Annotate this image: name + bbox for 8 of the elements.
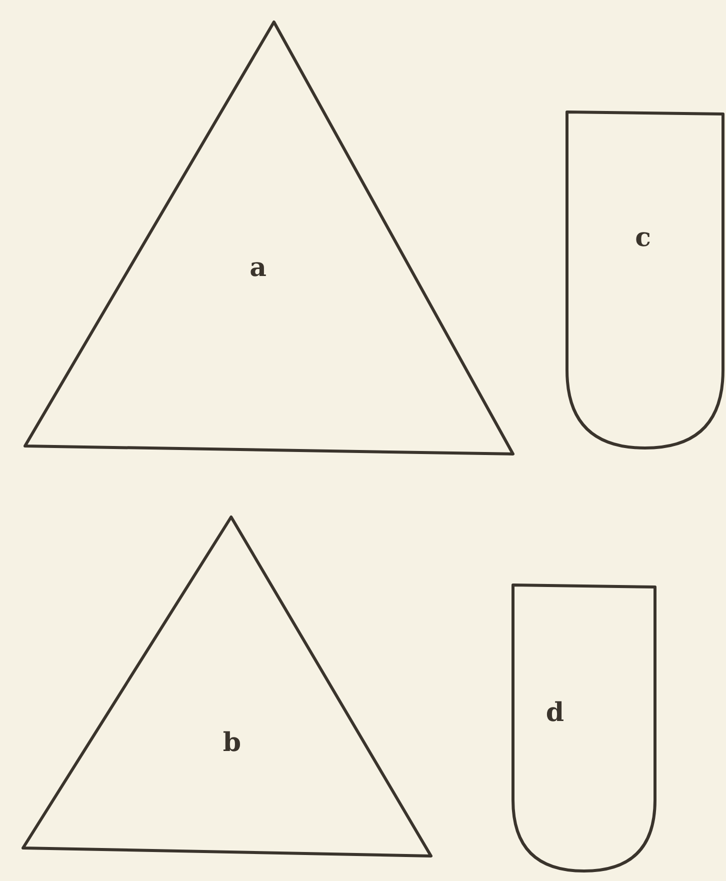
rounded-shield-shape [511,583,657,873]
triangle-shape [20,515,434,858]
rounded-shield-shape [565,110,725,450]
shape-letter: d [546,700,564,726]
shape-letter: c [635,225,651,251]
shape-letter: b [222,730,242,756]
shape-letter: a [250,255,266,281]
triangle-shape [22,20,516,456]
